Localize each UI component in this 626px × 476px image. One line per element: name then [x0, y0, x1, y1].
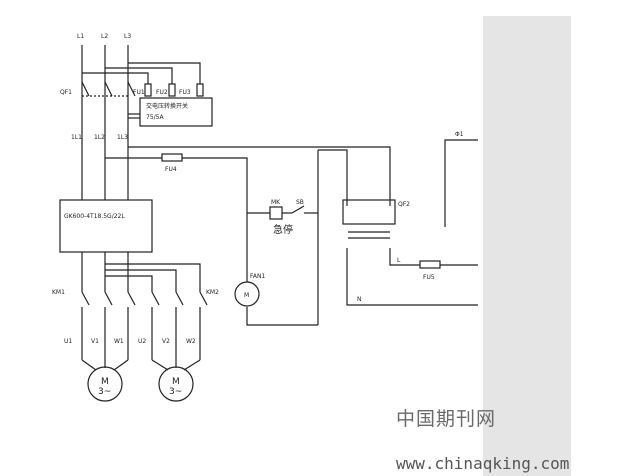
label-FU1: FU1	[133, 89, 145, 96]
switch-label-2: 75/5A	[146, 114, 164, 121]
label-FU2: FU2	[156, 89, 168, 96]
label-KM2: KM2	[206, 289, 219, 296]
label-SB: SB	[296, 199, 304, 206]
breaker-QF1: QF1	[60, 81, 136, 97]
label-FU3: FU3	[179, 89, 191, 96]
label-1L2: 1L2	[94, 134, 105, 141]
output-wiring: KM1 KM2 U1 V1 W1 U2 V2 W2	[52, 252, 219, 371]
label-U1: U1	[64, 338, 72, 345]
label-W1: W1	[114, 338, 124, 345]
fuse-FU4	[161, 153, 183, 162]
right-gray-panel	[483, 16, 571, 476]
motor-2: M 3~	[158, 366, 194, 402]
label-N: N	[357, 296, 362, 303]
emergency-stop: MK SB 急停	[247, 199, 318, 236]
motor-1-label-phase: 3~	[98, 387, 111, 397]
label-L1: L1	[77, 33, 84, 40]
supply-lines: L1 L2 L3	[77, 33, 131, 200]
label-U2: U2	[138, 338, 146, 345]
label-L: L	[397, 257, 401, 264]
transformer-section: QF2 L FU5 N Φ1	[342, 131, 478, 306]
watermark-url: www.chinaqking.com	[396, 454, 570, 473]
fuse-taps: FU1 FU2 FU3 交电压转换开关 75/5A	[82, 62, 213, 127]
label-V1: V1	[91, 338, 99, 345]
label-L3: L3	[124, 33, 131, 40]
motor-1: M 3~	[87, 366, 123, 402]
watermark-chinese: 中国期刊网	[396, 408, 497, 430]
label-FU4: FU4	[165, 166, 177, 173]
label-QF2: QF2	[398, 201, 410, 208]
label-V2: V2	[162, 338, 170, 345]
label-L2: L2	[101, 33, 108, 40]
label-KM1: KM1	[52, 289, 65, 296]
label-W2: W2	[186, 338, 196, 345]
motor-2-label-M: M	[172, 377, 180, 387]
fuse-FU5	[419, 260, 441, 269]
label-QF1: QF1	[60, 89, 72, 96]
label-inverter: GK600-4T18.5G/22L	[64, 213, 125, 220]
switch-label-1: 交电压转换开关	[146, 102, 188, 110]
voltage-switch-box	[139, 97, 213, 127]
control-wiring: FU4	[105, 146, 391, 326]
fan-motor-text: M	[244, 292, 249, 299]
fan-FAN1: FAN1 M	[234, 273, 265, 307]
label-MK: MK	[271, 199, 281, 206]
motor-2-label-phase: 3~	[169, 387, 182, 397]
label-1L3: 1L3	[117, 134, 128, 141]
inverter-block: GK600-4T18.5G/22L	[59, 199, 153, 253]
label-phi1: Φ1	[455, 131, 464, 138]
label-1L1: 1L1	[71, 134, 82, 141]
label-FU5: FU5	[423, 274, 435, 281]
label-FAN1: FAN1	[250, 273, 265, 280]
motor-1-label-M: M	[101, 377, 109, 387]
label-estop: 急停	[273, 223, 293, 236]
